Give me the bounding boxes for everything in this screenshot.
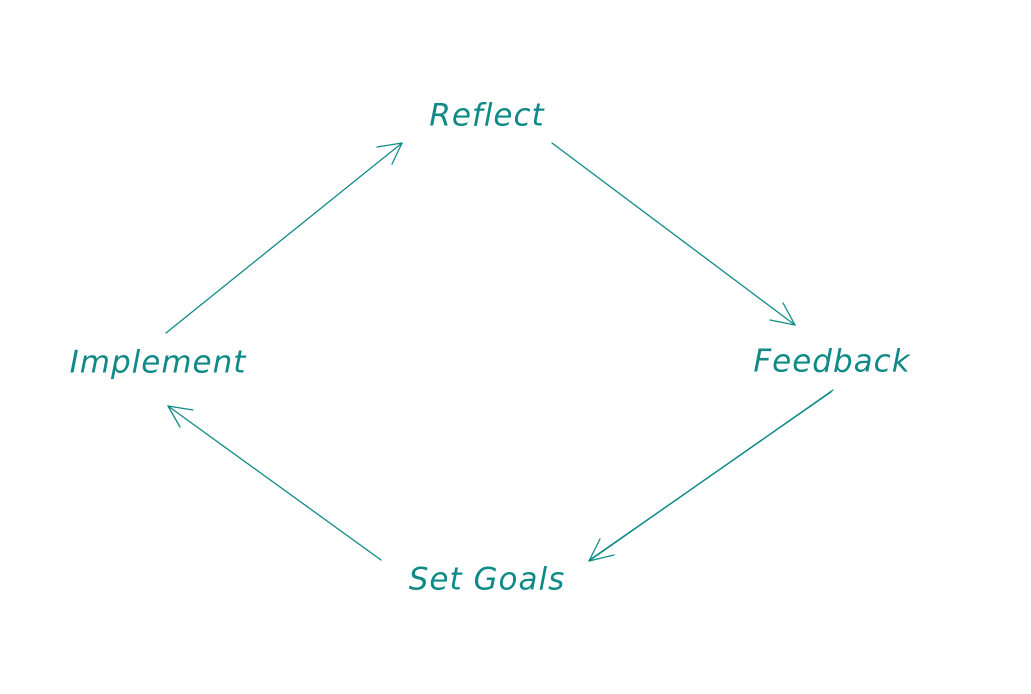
arrow-implement-to-reflect <box>165 142 403 334</box>
node-feedback: Feedback <box>753 343 911 380</box>
arrow-reflect-to-feedback <box>551 142 796 326</box>
arrow-set-goals-to-implement <box>167 405 382 561</box>
arrow-feedback-to-set-goals <box>588 389 834 562</box>
node-set-goals: Set Goals <box>408 561 566 598</box>
node-implement: Implement <box>69 344 247 381</box>
node-reflect: Reflect <box>429 97 545 134</box>
